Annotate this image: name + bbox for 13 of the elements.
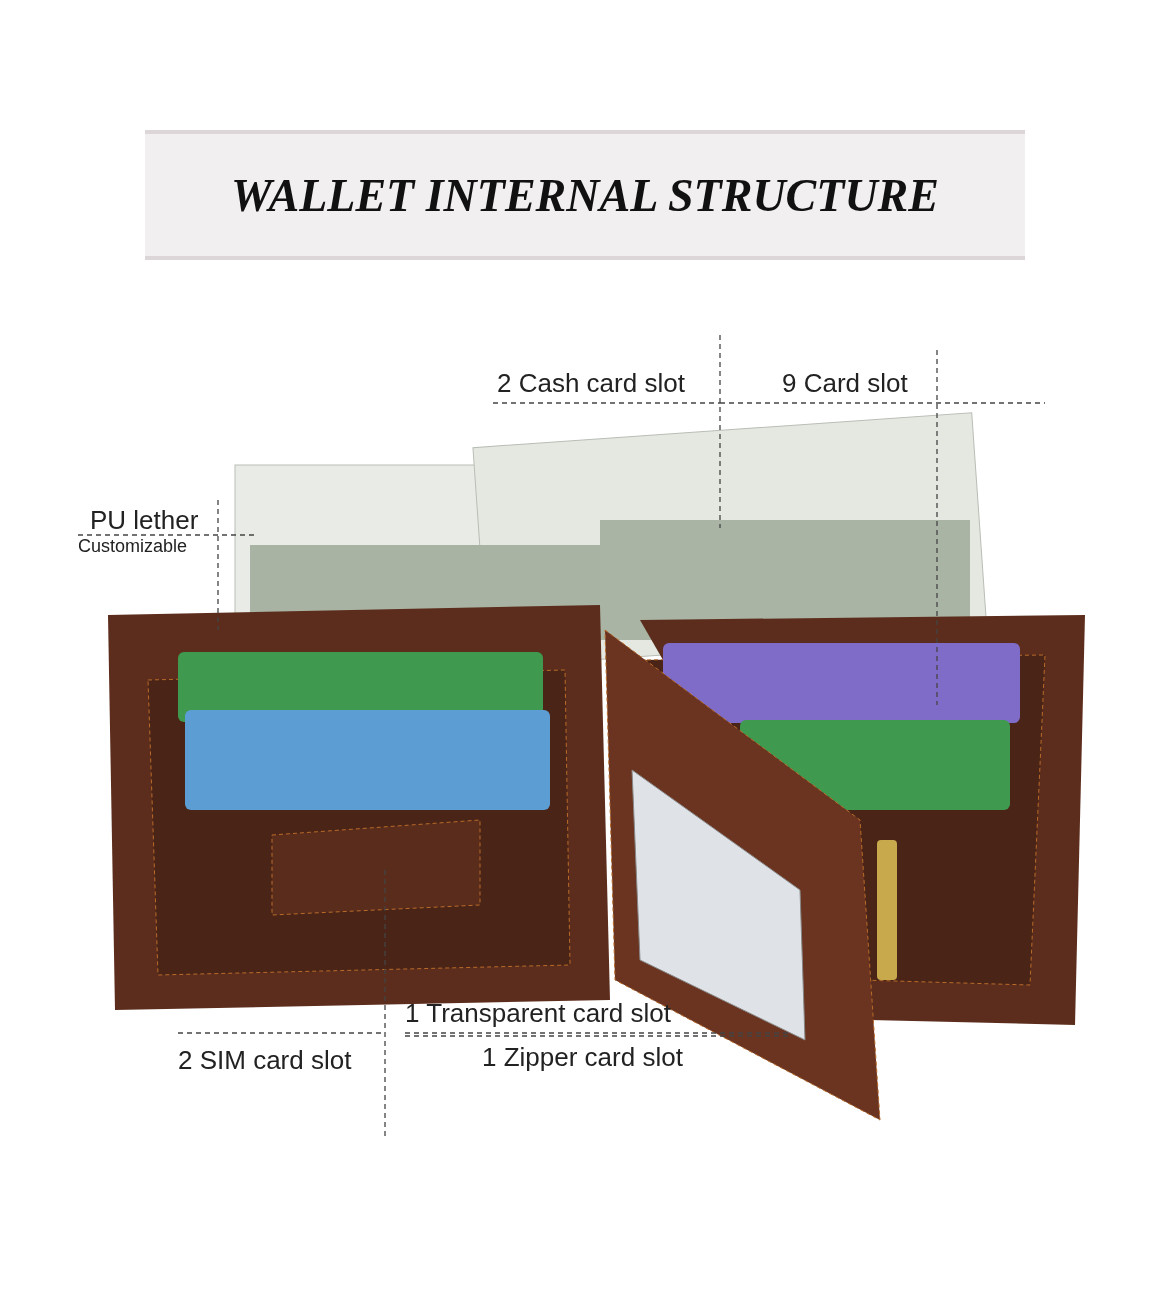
callout-label: PU lether bbox=[90, 505, 199, 536]
callout-label: 2 SIM card slot bbox=[178, 1045, 352, 1076]
leader-line bbox=[404, 1032, 791, 1034]
callout-note: Customizable bbox=[78, 536, 189, 557]
leader-line bbox=[492, 334, 721, 529]
leader-line bbox=[404, 1035, 791, 1037]
callout-label: 1 Zipper card slot bbox=[482, 1042, 683, 1073]
callout-label: 9 Card slot bbox=[782, 368, 908, 399]
leader-line bbox=[177, 869, 386, 1138]
callout-label: 2 Cash card slot bbox=[497, 368, 685, 399]
leader-line bbox=[719, 349, 1046, 706]
callout-label: 1 Transparent card slot bbox=[405, 998, 671, 1029]
title: WALLET INTERNAL STRUCTURE bbox=[231, 168, 939, 222]
